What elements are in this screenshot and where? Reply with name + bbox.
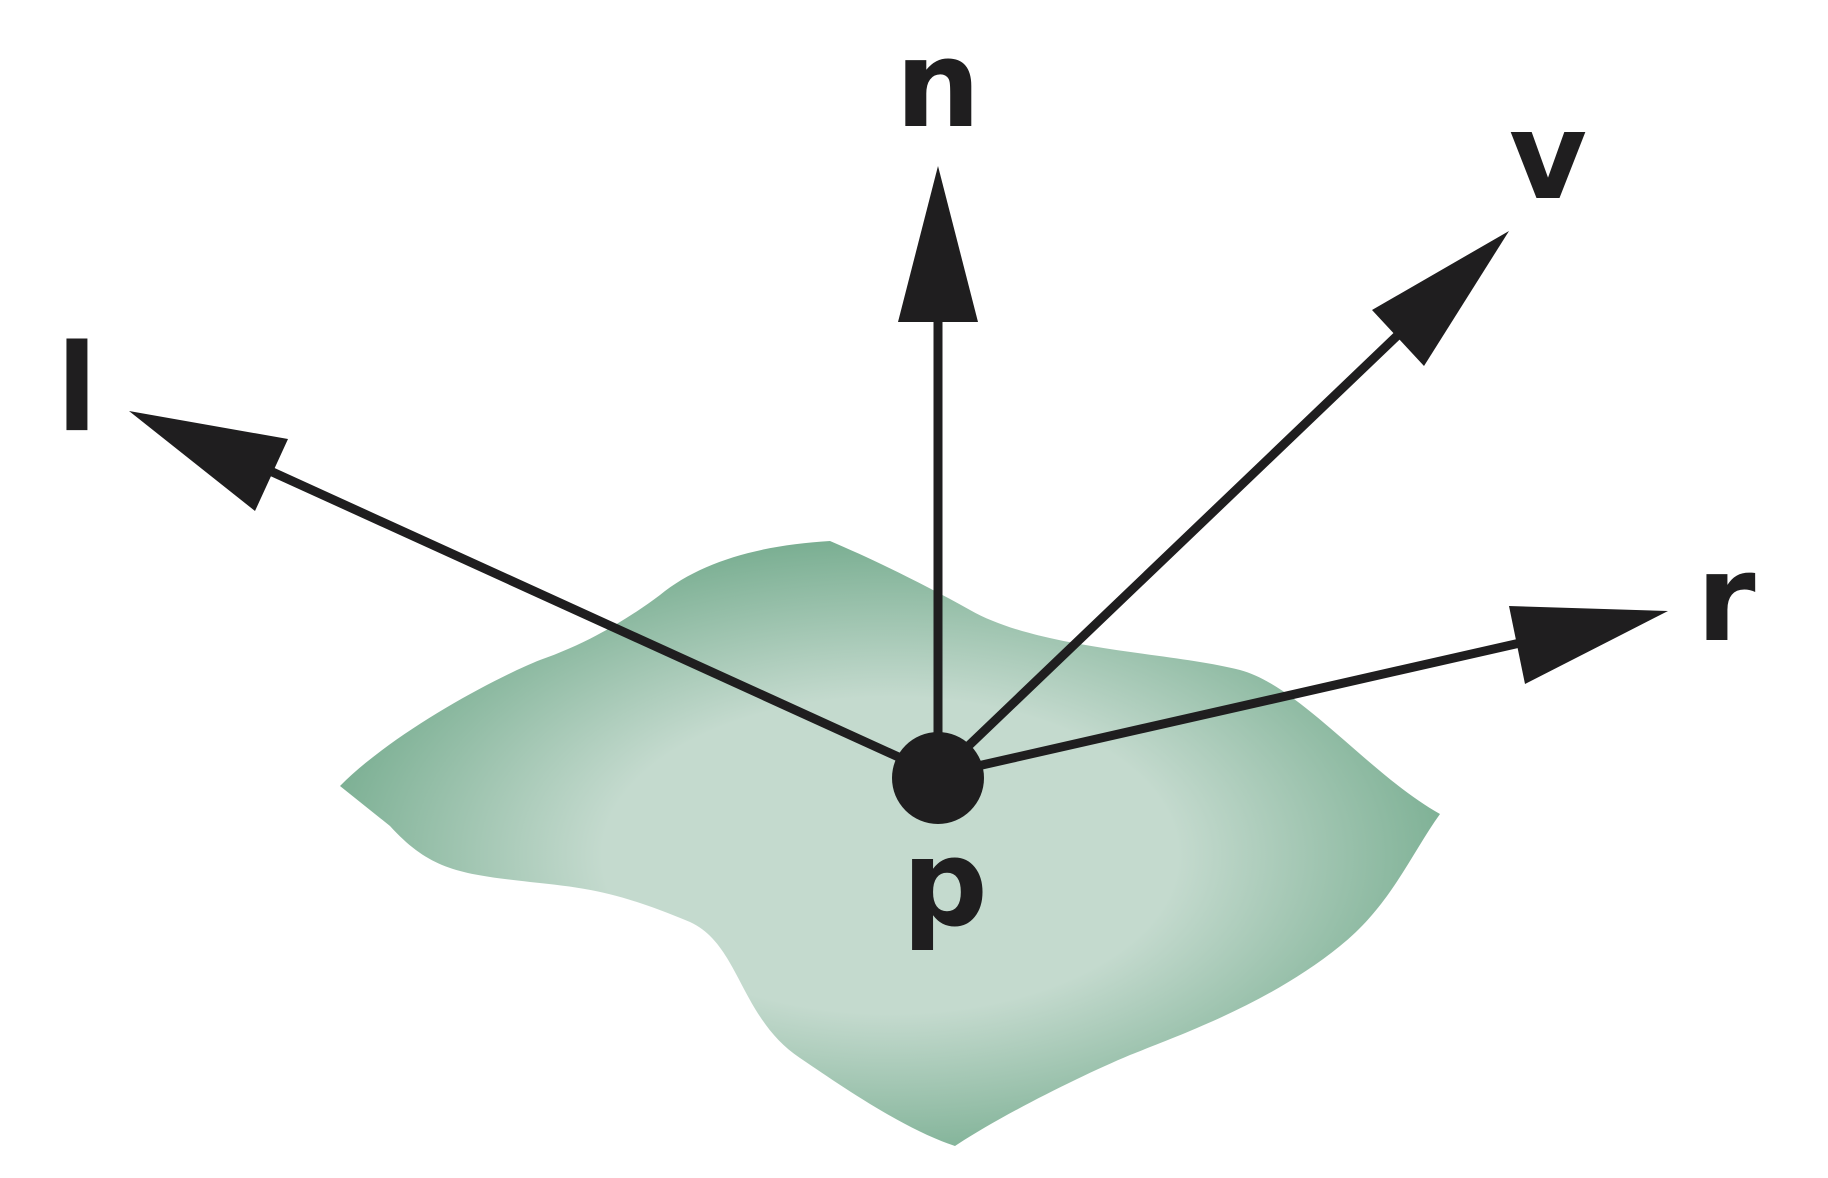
point-label: p — [902, 815, 988, 954]
reflect-label: r — [1696, 530, 1755, 669]
point-p-dot — [892, 732, 984, 824]
light-vector-arrowhead — [129, 411, 288, 511]
normal-label: n — [895, 16, 980, 155]
normal-vector-arrowhead — [898, 166, 978, 322]
reflect-vector-arrowhead — [1509, 606, 1668, 684]
light-vector — [129, 411, 940, 780]
view-vector-arrowhead — [1372, 231, 1509, 366]
light-vector-shaft — [266, 465, 940, 780]
normal-vector — [898, 166, 978, 775]
view-label: v — [1509, 88, 1587, 227]
view-vector-shaft — [934, 329, 1404, 779]
view-vector — [934, 231, 1509, 779]
reflect-vector — [937, 606, 1668, 780]
reflect-vector-shaft — [937, 638, 1521, 780]
surface-patch — [340, 541, 1440, 1146]
light-label: l — [56, 320, 97, 459]
